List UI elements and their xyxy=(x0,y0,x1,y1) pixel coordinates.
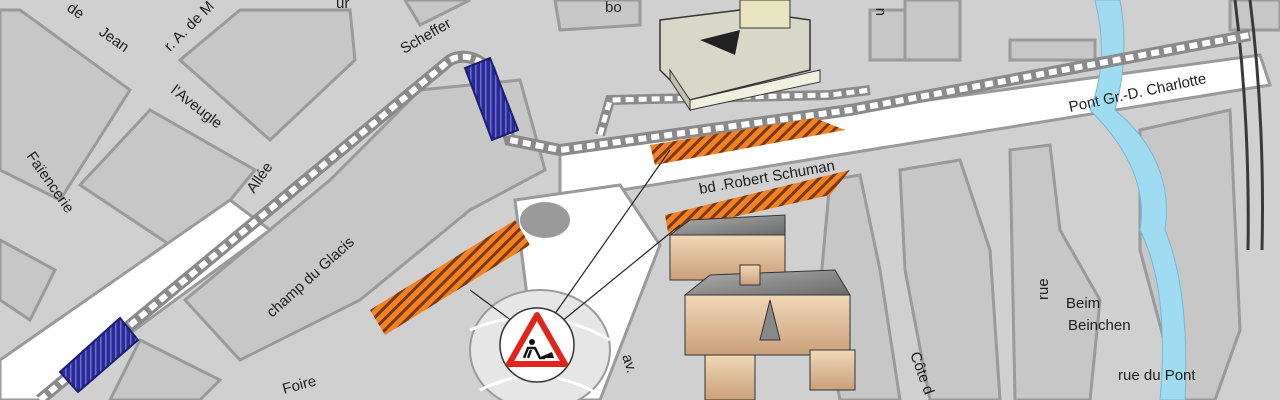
building-icon xyxy=(659,0,821,112)
label-frag-bo: bo xyxy=(605,0,622,16)
label-av: av. xyxy=(618,352,640,375)
roadworks-warning-sign-icon[interactable] xyxy=(499,307,575,383)
historic-buildings-icon xyxy=(668,214,856,400)
parking-icon xyxy=(463,56,520,142)
label-beim: Beim xyxy=(1066,295,1100,312)
label-rue-du-pont: rue du Pont xyxy=(1118,367,1196,384)
parking-icon xyxy=(58,316,140,394)
railway xyxy=(1233,0,1264,251)
label-frag-de: de xyxy=(64,0,87,23)
river-alzette xyxy=(1089,0,1187,400)
parking-zones xyxy=(58,56,520,394)
label-beinchen: Beinchen xyxy=(1068,317,1131,334)
label-frag-ur: ur xyxy=(336,0,349,12)
label-rue: rue xyxy=(1035,278,1052,300)
construction-zones xyxy=(370,118,850,335)
label-frag-u: u xyxy=(871,8,888,16)
east-blocks xyxy=(818,108,1242,400)
